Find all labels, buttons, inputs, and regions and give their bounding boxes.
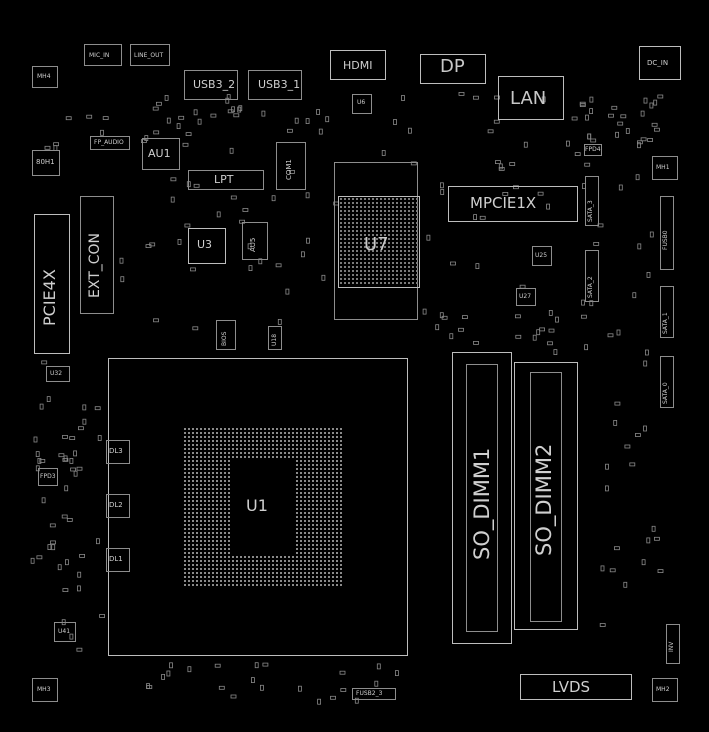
lvds-label: LVDS xyxy=(552,678,591,696)
u7-ball-grid xyxy=(340,198,418,284)
u6-label: U6 xyxy=(357,99,366,106)
fp-audio-header xyxy=(90,136,130,150)
dc-in-connector xyxy=(639,46,681,80)
mh4-label: MH4 xyxy=(37,73,51,80)
fusb0-header xyxy=(660,196,674,270)
dl3-label: DL3 xyxy=(109,447,123,455)
dl1-led xyxy=(106,548,130,572)
cpu-socket xyxy=(108,358,408,656)
mh2-label: MH2 xyxy=(656,686,670,693)
u3-chip xyxy=(188,228,226,264)
fpd3-label: FPD3 xyxy=(40,473,56,480)
dp-connector xyxy=(420,54,486,84)
fpd4-label: FPD4 xyxy=(585,146,601,153)
sata-3-connector xyxy=(585,176,599,226)
mic-in-label: MIC_IN xyxy=(89,52,110,59)
u25-chip xyxy=(532,246,552,266)
ext-con-label: EXT_CON xyxy=(87,232,103,298)
u41-label: U41 xyxy=(58,628,71,635)
u27-label: U27 xyxy=(519,293,532,300)
u27-chip xyxy=(516,288,536,306)
usb3-1-label: USB3_1 xyxy=(258,78,301,91)
sata-2-label: SATA_2 xyxy=(587,276,594,298)
au1-chip xyxy=(142,138,180,170)
so-dimm1-inner xyxy=(466,364,498,632)
au5-label: AU5 xyxy=(249,237,257,252)
lpt-header xyxy=(188,170,264,190)
usb3-2-label: USB3_2 xyxy=(193,78,236,91)
lpt-label: LPT xyxy=(214,173,234,186)
mh2-hole xyxy=(652,678,678,702)
lan-connector xyxy=(498,76,564,120)
mpcie1x-slot xyxy=(448,186,578,222)
fusb2-3-label: FUSB2_3 xyxy=(356,690,383,697)
so-dimm1-label: SO_DIMM1 xyxy=(470,447,494,560)
u18-chip xyxy=(268,326,282,350)
lvds-connector xyxy=(520,674,632,700)
pcie4x-label: PCIE4X xyxy=(40,269,59,326)
boh1-display xyxy=(32,150,60,176)
u18-label: U18 xyxy=(271,333,278,346)
pcie4x-slot xyxy=(34,214,70,354)
u7-chipset xyxy=(338,196,420,288)
fusb2-3-header xyxy=(352,688,396,700)
u25-label: U25 xyxy=(535,252,548,259)
dl2-led xyxy=(106,494,130,518)
u7-chipset-outline xyxy=(334,162,418,320)
lan-label: LAN xyxy=(510,88,547,109)
u32-label: U32 xyxy=(50,370,63,377)
fp-audio-label: FP_AUDIO xyxy=(94,139,124,146)
mh1-hole xyxy=(652,156,678,180)
bios-chip xyxy=(216,320,236,350)
so-dimm2-label: SO_DIMM2 xyxy=(532,443,556,556)
line-out-connector xyxy=(130,44,170,66)
sata-0-connector xyxy=(660,356,674,408)
so-dimm2-inner xyxy=(530,372,562,622)
dc-in-label: DC_IN xyxy=(647,59,669,67)
com1-header xyxy=(276,142,306,190)
hdmi-connector xyxy=(330,50,386,80)
bios-label: BIOS xyxy=(221,331,228,346)
sata-3-label: SATA_3 xyxy=(587,200,594,222)
dl3-led xyxy=(106,440,130,464)
dl2-label: DL2 xyxy=(109,501,123,509)
hdmi-label: HDMI xyxy=(343,59,373,72)
so-dimm1-slot xyxy=(452,352,512,644)
mpcie1x-label: MPCIE1X xyxy=(470,194,537,212)
so-dimm2-slot xyxy=(514,362,578,630)
usb3-1-connector xyxy=(248,70,302,100)
fpd3-header xyxy=(38,468,58,486)
au1-label: AU1 xyxy=(148,147,171,160)
line-out-label: LINE_OUT xyxy=(134,52,164,59)
usb3-2-connector xyxy=(184,70,238,100)
dl1-label: DL1 xyxy=(109,555,123,563)
dp-label: DP xyxy=(440,56,465,77)
u1-label: U1 xyxy=(246,496,268,515)
boh1-label: 80H1 xyxy=(36,158,55,166)
sata-1-connector xyxy=(660,286,674,338)
inv-label: INV xyxy=(668,641,675,652)
com1-label: COM1 xyxy=(285,159,293,180)
fusb0-label: FUSB0 xyxy=(662,230,669,250)
mh3-label: MH3 xyxy=(37,686,51,693)
u7-label: U7 xyxy=(364,234,389,255)
au5-chip xyxy=(242,222,268,260)
u3-label: U3 xyxy=(197,238,213,251)
fpd4-header xyxy=(584,144,602,156)
ext-con-header xyxy=(80,196,114,314)
sata-0-label: SATA_0 xyxy=(662,382,669,404)
sata-2-connector xyxy=(585,250,599,302)
inv-header xyxy=(666,624,680,664)
cpu-pin-grid xyxy=(184,428,342,586)
mh4-hole xyxy=(32,66,58,88)
mh3-hole xyxy=(32,678,58,702)
mic-in-connector xyxy=(84,44,122,66)
sata-1-label: SATA_1 xyxy=(662,312,669,334)
u32-chip xyxy=(46,366,70,382)
mh1-label: MH1 xyxy=(656,164,670,171)
u6-chip xyxy=(352,94,372,114)
u41-chip xyxy=(54,622,76,642)
